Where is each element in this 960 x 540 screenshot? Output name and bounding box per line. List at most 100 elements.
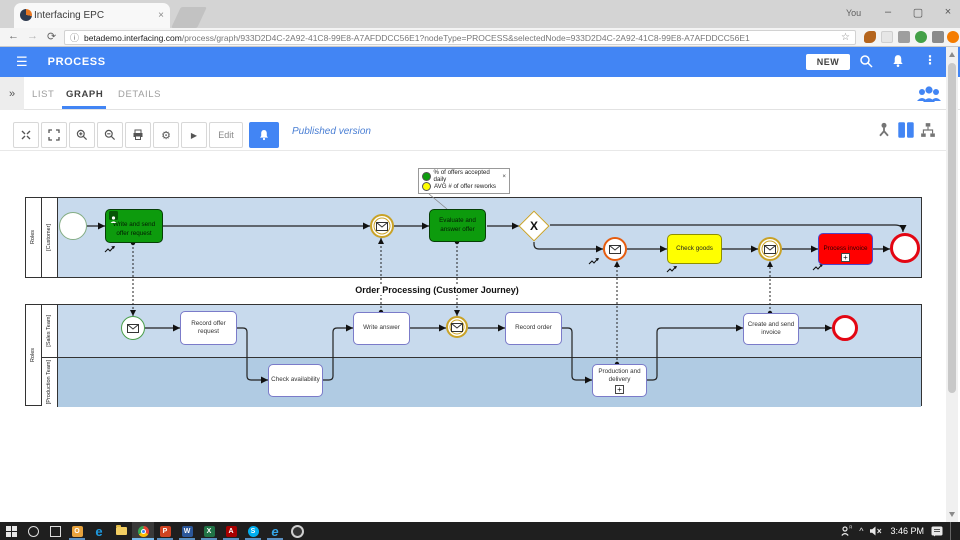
more-menu-icon[interactable]: ⋮ [924, 53, 936, 67]
taskbar-app-dark[interactable] [286, 522, 308, 540]
message-event-answer[interactable] [446, 316, 468, 338]
settings-button[interactable]: ⚙ [153, 122, 179, 148]
task-label: Process invoice [823, 244, 868, 252]
play-icon: ▶ [190, 130, 198, 140]
subprocess-marker[interactable]: + [615, 385, 624, 394]
scrollbar-up-arrow[interactable] [949, 52, 955, 57]
task-record-order[interactable]: Record order [505, 312, 562, 345]
message-event-offer-request[interactable] [370, 214, 394, 238]
hierarchy-icon[interactable] [876, 122, 892, 138]
notifications-button[interactable] [249, 122, 279, 148]
url-domain: betademo.interfacing.com [84, 32, 182, 43]
new-tab-button[interactable] [171, 7, 207, 28]
powerpoint-icon: P [159, 525, 171, 537]
extension-icon-3[interactable] [898, 31, 910, 43]
task-record-offer-request[interactable]: Record offer request [180, 311, 237, 345]
site-info-icon[interactable]: ⓘ [70, 33, 80, 43]
extension-icon-6[interactable] [947, 31, 959, 43]
task-label: Write answer [363, 324, 400, 332]
task-write-answer[interactable]: Write answer [353, 312, 410, 345]
tray-chevron-icon[interactable]: ^ [859, 526, 864, 536]
gear-icon: ⚙ [161, 129, 171, 142]
menu-icon[interactable]: ☰ [16, 54, 28, 69]
version-status[interactable]: Published version [292, 126, 371, 137]
tab-title: Interfacing EPC [34, 10, 105, 21]
address-bar[interactable]: ⓘ betademo.interfacing.com/process/graph… [64, 30, 856, 45]
fit-view-button[interactable] [13, 122, 39, 148]
zoom-out-button[interactable] [97, 122, 123, 148]
taskbar-file-explorer[interactable] [110, 522, 132, 540]
taskbar-powerpoint[interactable]: P [154, 522, 176, 540]
taskbar-word[interactable]: W [176, 522, 198, 540]
tab-details[interactable]: DETAILS [118, 89, 162, 100]
zoom-out-icon [104, 129, 116, 141]
extension-icon-1[interactable] [864, 31, 876, 43]
scrollbar-down-arrow[interactable] [949, 512, 955, 517]
new-button[interactable]: NEW [806, 54, 850, 70]
diagram-canvas[interactable]: Roles [Customer] Roles [Sales Team] [Pro… [0, 150, 946, 522]
taskbar-acrobat[interactable]: A [220, 522, 242, 540]
start-event-customer[interactable] [59, 212, 87, 240]
start-button[interactable] [0, 522, 22, 540]
play-button[interactable]: ▶ [181, 122, 207, 148]
maximize-button[interactable]: ▢ [912, 7, 924, 19]
extension-icon-5[interactable] [932, 31, 944, 43]
tab-list[interactable]: LIST [32, 89, 55, 100]
running-indicator [223, 538, 239, 540]
page-scrollbar[interactable] [946, 47, 958, 522]
clock[interactable]: 3:46 PM [890, 526, 924, 536]
people-group-icon[interactable] [916, 84, 942, 106]
minimize-button[interactable]: – [884, 6, 892, 18]
taskbar-chrome[interactable] [132, 522, 154, 540]
notification-center-icon[interactable] [931, 526, 943, 537]
volume-muted-icon[interactable] [870, 526, 883, 536]
task-create-send-invoice[interactable]: Create and send invoice [743, 313, 799, 345]
task-label: Check availability [271, 376, 320, 384]
back-button[interactable]: ← [8, 30, 19, 42]
taskbar-excel[interactable]: X [198, 522, 220, 540]
search-icon[interactable] [859, 54, 873, 68]
cortana-button[interactable] [22, 522, 44, 540]
task-evaluate-answer-offer[interactable]: Evaluate and answer offer [429, 209, 486, 242]
kpi-dot-green [422, 171, 431, 181]
tab-graph[interactable]: GRAPH [66, 89, 104, 100]
end-event-customer[interactable] [890, 233, 920, 263]
task-view-button[interactable] [44, 522, 66, 540]
profile-label[interactable]: You [846, 8, 862, 18]
bookmark-star-icon[interactable]: ☆ [841, 32, 850, 43]
show-desktop-button[interactable] [950, 522, 954, 540]
message-event-order[interactable] [603, 237, 627, 261]
message-start-event-sales[interactable] [121, 316, 145, 340]
task-check-availability[interactable]: Check availability [268, 364, 323, 397]
legend-close-icon[interactable]: × [502, 172, 506, 180]
envelope-icon [127, 323, 139, 333]
print-button[interactable] [125, 122, 151, 148]
taskbar-edge[interactable]: e [88, 522, 110, 540]
extension-icon-2[interactable] [881, 31, 893, 43]
browser-tab[interactable]: Interfacing EPC × [14, 3, 170, 28]
taskbar-skype[interactable]: S [242, 522, 264, 540]
task-check-goods[interactable]: Check goods [667, 234, 722, 264]
subprocess-marker[interactable]: + [841, 253, 850, 262]
message-event-invoice[interactable] [758, 237, 782, 261]
task-label: Evaluate and answer offer [439, 217, 476, 233]
zoom-in-button[interactable] [69, 122, 95, 148]
taskbar-outlook[interactable]: O [66, 522, 88, 540]
org-chart-icon[interactable] [920, 122, 936, 138]
fullscreen-button[interactable] [41, 122, 67, 148]
scrollbar-thumb[interactable] [948, 63, 956, 393]
tab-close-icon[interactable]: × [158, 10, 164, 21]
forward-button[interactable]: → [27, 30, 38, 42]
kpi-label-1: % of offers accepted daily [433, 169, 490, 183]
map-icon[interactable] [897, 121, 915, 139]
edit-button[interactable]: Edit [209, 122, 243, 148]
tray-people-icon[interactable]: ᴿ [840, 526, 852, 536]
window-close-button[interactable]: × [944, 6, 952, 18]
sidebar-expand[interactable]: » [0, 77, 24, 110]
taskbar-ie[interactable]: e [264, 522, 286, 540]
end-event-sales[interactable] [832, 315, 858, 341]
reload-button[interactable]: ⟳ [47, 31, 57, 43]
bell-icon[interactable] [891, 54, 905, 68]
running-indicator [201, 538, 217, 540]
extension-icon-4[interactable] [915, 31, 927, 43]
